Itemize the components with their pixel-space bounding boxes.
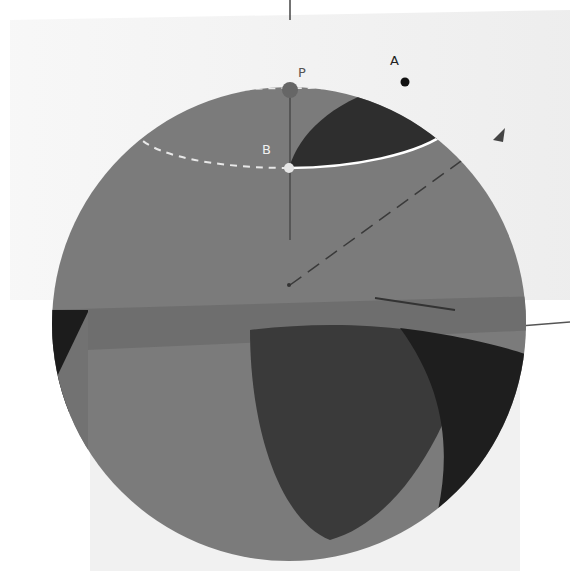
point-label: P: [298, 66, 306, 79]
point-label: A: [390, 54, 399, 67]
point-label: B: [262, 143, 271, 156]
